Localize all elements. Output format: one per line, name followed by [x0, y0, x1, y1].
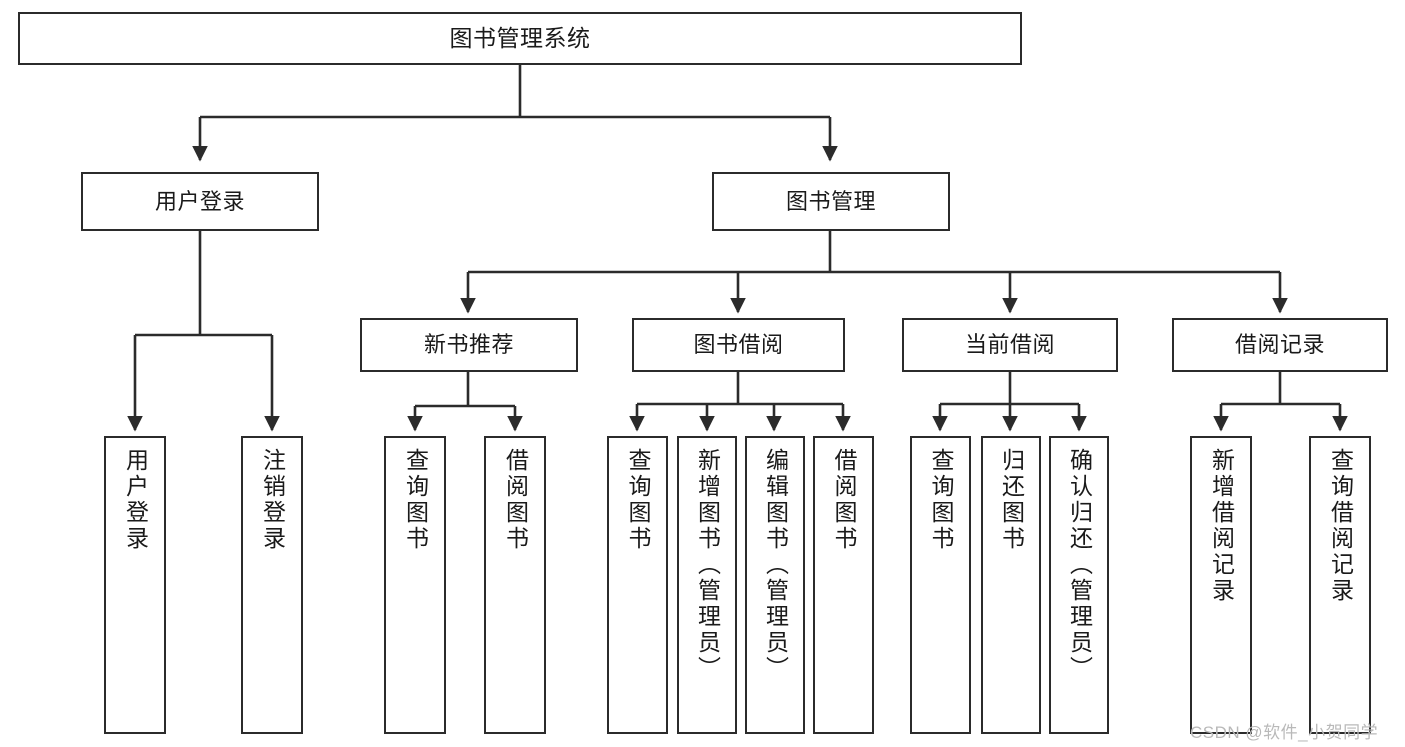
node-book-borrow[interactable]: 图书借阅	[632, 318, 845, 372]
node-label: 图书管理	[785, 188, 876, 214]
node-label: 归还图书	[998, 448, 1025, 552]
node-label: 查询图书	[625, 448, 651, 552]
node-label: 查询图书	[928, 448, 954, 552]
node-label: 新增图书（管理员）	[694, 448, 721, 682]
node-label: 当前借阅	[964, 332, 1055, 358]
node-book-management[interactable]: 图书管理	[712, 172, 950, 231]
node-root-system[interactable]: 图书管理系统	[18, 12, 1022, 65]
leaf-query-borrow-record[interactable]: 查询借阅记录	[1309, 436, 1371, 734]
leaf-query-books-current[interactable]: 查询图书	[910, 436, 971, 734]
leaf-borrow-books-new[interactable]: 借阅图书	[484, 436, 546, 734]
node-label: 用户登录	[154, 188, 245, 214]
node-label: 用户登录	[122, 448, 149, 552]
node-label: 新书推荐	[423, 332, 514, 358]
watermark-text: CSDN @软件_小贺同学	[1190, 723, 1379, 742]
leaf-borrow-books[interactable]: 借阅图书	[813, 436, 874, 734]
node-label: 借阅图书	[831, 448, 857, 552]
node-label: 查询图书	[402, 448, 429, 552]
leaf-logout[interactable]: 注销登录	[241, 436, 303, 734]
node-new-book-recommend[interactable]: 新书推荐	[360, 318, 578, 372]
node-label: 确认归还（管理员）	[1066, 448, 1093, 682]
leaf-query-books-new[interactable]: 查询图书	[384, 436, 446, 734]
node-user-login[interactable]: 用户登录	[81, 172, 319, 231]
leaf-user-login[interactable]: 用户登录	[104, 436, 166, 734]
leaf-edit-book-admin[interactable]: 编辑图书（管理员）	[745, 436, 805, 734]
leaf-add-borrow-record[interactable]: 新增借阅记录	[1190, 436, 1252, 734]
node-label: 新增借阅记录	[1208, 448, 1235, 604]
node-label: 查询借阅记录	[1327, 448, 1354, 604]
leaf-return-books[interactable]: 归还图书	[981, 436, 1041, 734]
node-label: 注销登录	[259, 448, 286, 552]
leaf-query-books-borrow[interactable]: 查询图书	[607, 436, 668, 734]
node-current-borrow[interactable]: 当前借阅	[902, 318, 1118, 372]
node-label: 借阅图书	[502, 448, 529, 552]
leaf-confirm-return-admin[interactable]: 确认归还（管理员）	[1049, 436, 1109, 734]
node-label: 借阅记录	[1234, 332, 1325, 358]
leaf-add-book-admin[interactable]: 新增图书（管理员）	[677, 436, 737, 734]
node-label: 图书管理系统	[449, 25, 591, 52]
node-borrow-records[interactable]: 借阅记录	[1172, 318, 1388, 372]
node-label: 编辑图书（管理员）	[762, 448, 789, 682]
node-label: 图书借阅	[693, 332, 784, 358]
